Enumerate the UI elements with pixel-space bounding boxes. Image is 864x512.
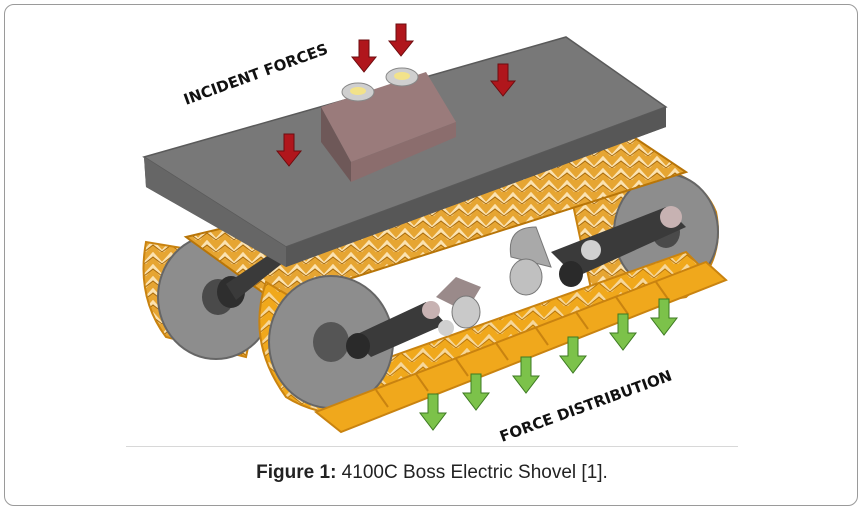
down-arrow-icon — [275, 133, 303, 167]
incident-forces-label: INCIDENT FORCES — [181, 40, 330, 109]
crawler-diagram: INCIDENT FORCES FORCE DISTRIBUTION — [142, 23, 728, 446]
down-arrow-icon — [649, 298, 679, 336]
down-arrow-icon — [387, 23, 415, 57]
figure-caption: Figure 1: 4100C Boss Electric Shovel [1]… — [0, 462, 864, 484]
caption-text: 4100C Boss Electric Shovel [1]. — [336, 462, 608, 483]
front-track — [258, 250, 728, 434]
down-arrow-icon — [461, 373, 491, 411]
down-arrow-icon — [350, 39, 378, 73]
shovel-illustration: INCIDENT FORCES FORCE DISTRIBUTION — [126, 12, 738, 448]
down-arrow-icon — [418, 393, 448, 431]
caption-divider — [126, 446, 738, 447]
suspension-linkages — [217, 206, 686, 359]
load-block — [321, 67, 456, 182]
caption-prefix: Figure 1: — [256, 462, 337, 483]
down-arrow-icon — [511, 356, 541, 394]
distribution-force-arrows — [418, 298, 679, 431]
down-arrow-icon — [489, 63, 517, 97]
down-arrow-icon — [558, 336, 588, 374]
down-arrow-icon — [608, 313, 638, 351]
incident-force-arrows — [275, 23, 517, 167]
